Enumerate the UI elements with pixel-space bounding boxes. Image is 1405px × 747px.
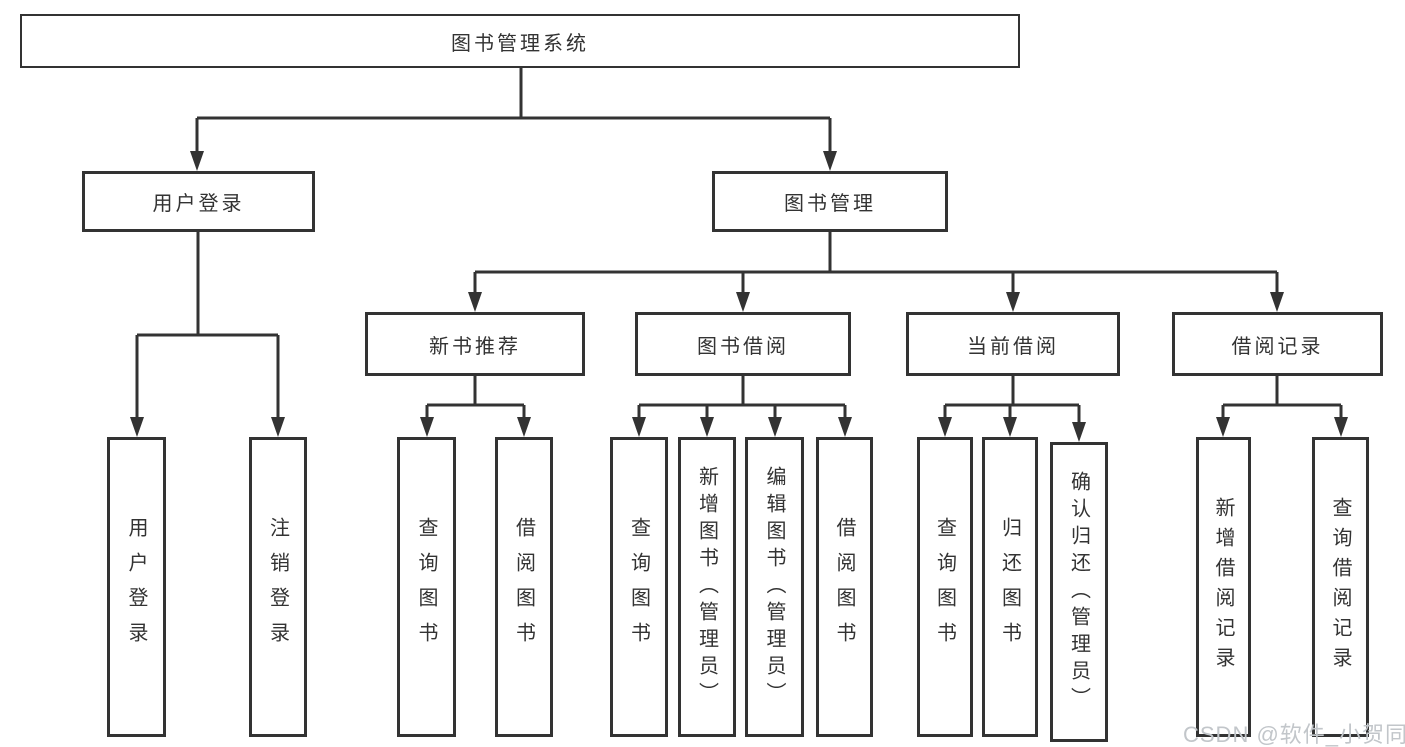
leaf-add-books-admin: 新增图书（管理员） [678, 437, 736, 737]
leaf-confirm-return-admin: 确认归还（管理员） [1050, 442, 1108, 742]
csdn-watermark: CSDN @软件_小贺同学 [1183, 722, 1405, 747]
leaf-user-login: 用户登录 [107, 437, 166, 737]
node-new-book-recommendation: 新书推荐 [365, 312, 585, 376]
leaf-edit-books-admin: 编辑图书（管理员） [745, 437, 804, 737]
leaf-return-books: 归还图书 [982, 437, 1038, 737]
node-book-borrowing: 图书借阅 [635, 312, 851, 376]
leaf-query-books-recommend: 查询图书 [397, 437, 456, 737]
leaf-add-borrow-record: 新增借阅记录 [1196, 437, 1251, 737]
node-current-borrowing: 当前借阅 [906, 312, 1120, 376]
node-user-login: 用户登录 [82, 171, 315, 232]
node-root-system: 图书管理系统 [20, 14, 1020, 68]
leaf-logout: 注销登录 [249, 437, 307, 737]
leaf-query-books-borrow: 查询图书 [610, 437, 668, 737]
leaf-query-borrow-record: 查询借阅记录 [1312, 437, 1369, 737]
leaf-query-books-current: 查询图书 [917, 437, 973, 737]
leaf-borrow-books: 借阅图书 [816, 437, 873, 737]
leaf-borrow-books-recommend: 借阅图书 [495, 437, 553, 737]
node-book-management: 图书管理 [712, 171, 948, 232]
node-borrowing-records: 借阅记录 [1172, 312, 1383, 376]
